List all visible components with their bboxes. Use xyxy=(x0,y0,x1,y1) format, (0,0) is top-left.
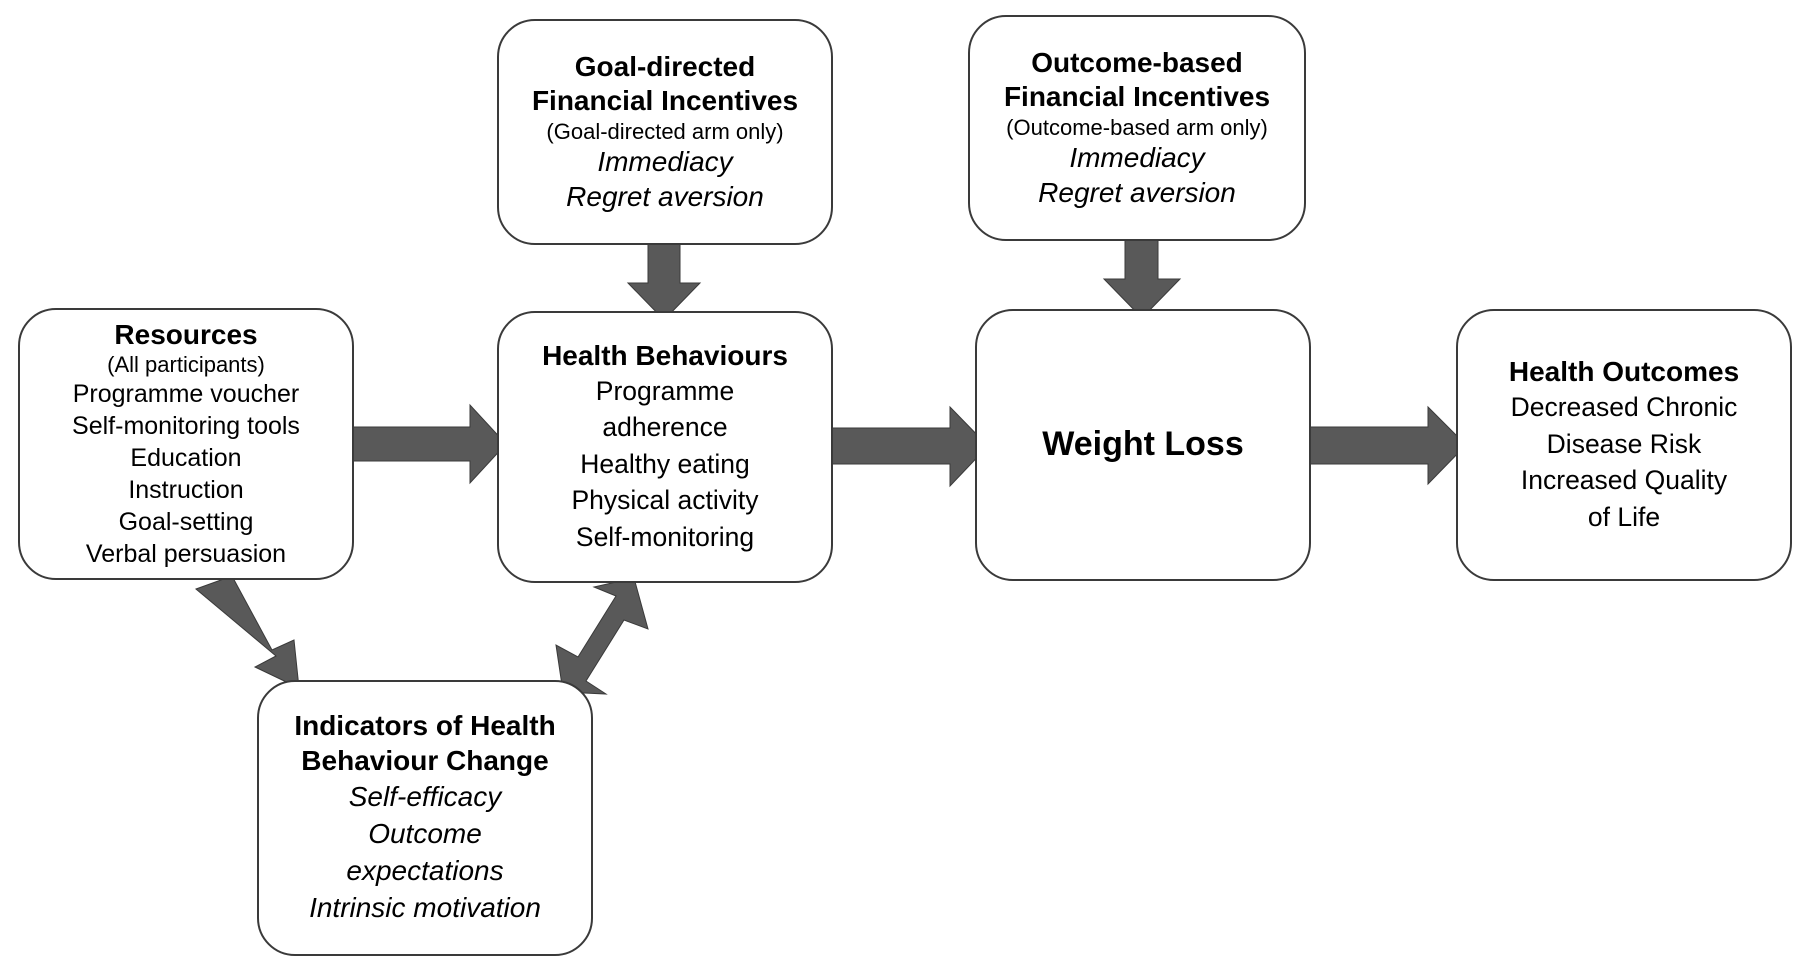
goal-directed-title-line2: Financial Incentives xyxy=(531,85,799,117)
goal-directed-title-line1: Goal-directed xyxy=(574,51,756,83)
arrow-outcome-to-weightloss xyxy=(1102,232,1182,319)
health-behaviours-box: Health Behaviours Programme adherence He… xyxy=(497,311,833,583)
resources-title: Resources xyxy=(114,318,258,350)
indicators-item: Outcome xyxy=(368,817,482,849)
arrow-behaviours-indicators-bidirectional xyxy=(555,577,649,695)
arrow-weightloss-to-outcomes xyxy=(1308,405,1467,486)
goal-directed-incentives-box: Goal-directed Financial Incentives (Goal… xyxy=(497,19,833,245)
outcome-based-item: Regret aversion xyxy=(1038,176,1236,208)
outcome-based-subtitle: (Outcome-based arm only) xyxy=(1006,114,1268,140)
health-behaviours-item: Programme xyxy=(595,375,735,406)
resources-subtitle: (All participants) xyxy=(107,351,265,377)
indicators-title-line1: Indicators of Health xyxy=(294,710,556,742)
outcome-based-incentives-box: Outcome-based Financial Incentives (Outc… xyxy=(968,15,1306,241)
health-outcomes-box: Health Outcomes Decreased Chronic Diseas… xyxy=(1456,309,1792,581)
health-outcomes-item: Increased Quality xyxy=(1520,465,1728,496)
outcome-based-title-line2: Financial Incentives xyxy=(1003,81,1271,113)
health-behaviours-item: Physical activity xyxy=(571,485,759,516)
health-outcomes-item: of Life xyxy=(1587,501,1661,532)
indicators-title-line2: Behaviour Change xyxy=(301,744,549,776)
weight-loss-title: Weight Loss xyxy=(1042,425,1244,464)
health-behaviours-title: Health Behaviours xyxy=(542,339,788,371)
arrow-goal-to-behaviours xyxy=(626,236,702,321)
health-behaviours-item: Healthy eating xyxy=(580,448,750,479)
arrow-behaviours-to-weightloss xyxy=(830,405,989,488)
health-behaviours-item: adherence xyxy=(602,412,728,443)
indicators-box: Indicators of Health Behaviour Change Se… xyxy=(257,680,593,956)
indicators-item: Self-efficacy xyxy=(348,780,502,812)
goal-directed-item: Immediacy xyxy=(597,146,733,178)
outcome-based-item: Immediacy xyxy=(1069,142,1205,174)
health-outcomes-item: Disease Risk xyxy=(1546,428,1702,459)
indicators-item: Intrinsic motivation xyxy=(309,892,541,924)
resources-item: Education xyxy=(130,444,242,473)
resources-item: Verbal persuasion xyxy=(85,540,287,569)
resources-item: Goal-setting xyxy=(118,508,254,537)
health-outcomes-item: Decreased Chronic xyxy=(1510,391,1738,422)
resources-box: Resources (All participants) Programme v… xyxy=(18,308,354,580)
health-behaviours-item: Self-monitoring xyxy=(575,521,755,552)
goal-directed-item: Regret aversion xyxy=(566,180,764,212)
outcome-based-title-line1: Outcome-based xyxy=(1031,47,1243,79)
weight-loss-box: Weight Loss xyxy=(975,309,1311,581)
arrow-resources-to-behaviours xyxy=(351,403,507,485)
goal-directed-subtitle: (Goal-directed arm only) xyxy=(546,118,784,144)
resources-item: Programme voucher xyxy=(72,380,300,409)
resources-item: Self-monitoring tools xyxy=(72,412,300,441)
health-outcomes-title: Health Outcomes xyxy=(1508,355,1740,387)
indicators-item: expectations xyxy=(346,855,504,887)
arrow-resources-to-indicators xyxy=(195,575,300,689)
resources-item: Instruction xyxy=(128,476,244,505)
